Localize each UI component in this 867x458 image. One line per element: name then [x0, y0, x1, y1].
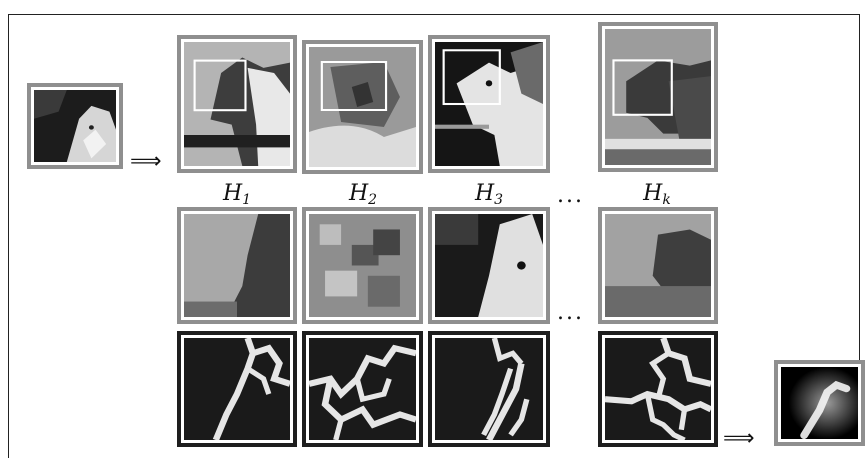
patch-1 [177, 207, 297, 324]
edge-map-2 [302, 331, 423, 447]
label-hk: Hk [643, 181, 671, 208]
ellipsis-patches: ... [557, 300, 584, 325]
match-image-2 [302, 40, 423, 174]
edge-map-1 [177, 331, 297, 447]
ellipsis-labels: ... [557, 183, 584, 208]
frame-top-rule [8, 14, 860, 15]
frame-left-rule [8, 14, 9, 458]
patch-3 [428, 207, 550, 324]
query-image [27, 83, 123, 169]
match-image-3 [428, 35, 550, 173]
output-shape-map [774, 360, 865, 446]
arrow-input-to-matches: ⟹ [130, 149, 162, 174]
edge-map-k [598, 331, 718, 447]
arrow-edges-to-output: ⟹ [723, 426, 755, 451]
match-image-1 [177, 35, 297, 173]
label-h1: H1 [222, 181, 252, 208]
patch-2 [302, 207, 423, 324]
label-h2: H2 [348, 181, 378, 208]
frame-right-rule [859, 14, 860, 360]
patch-k [598, 207, 718, 324]
edge-map-3 [428, 331, 550, 447]
label-h3: H3 [474, 181, 504, 208]
match-image-k [598, 22, 718, 172]
